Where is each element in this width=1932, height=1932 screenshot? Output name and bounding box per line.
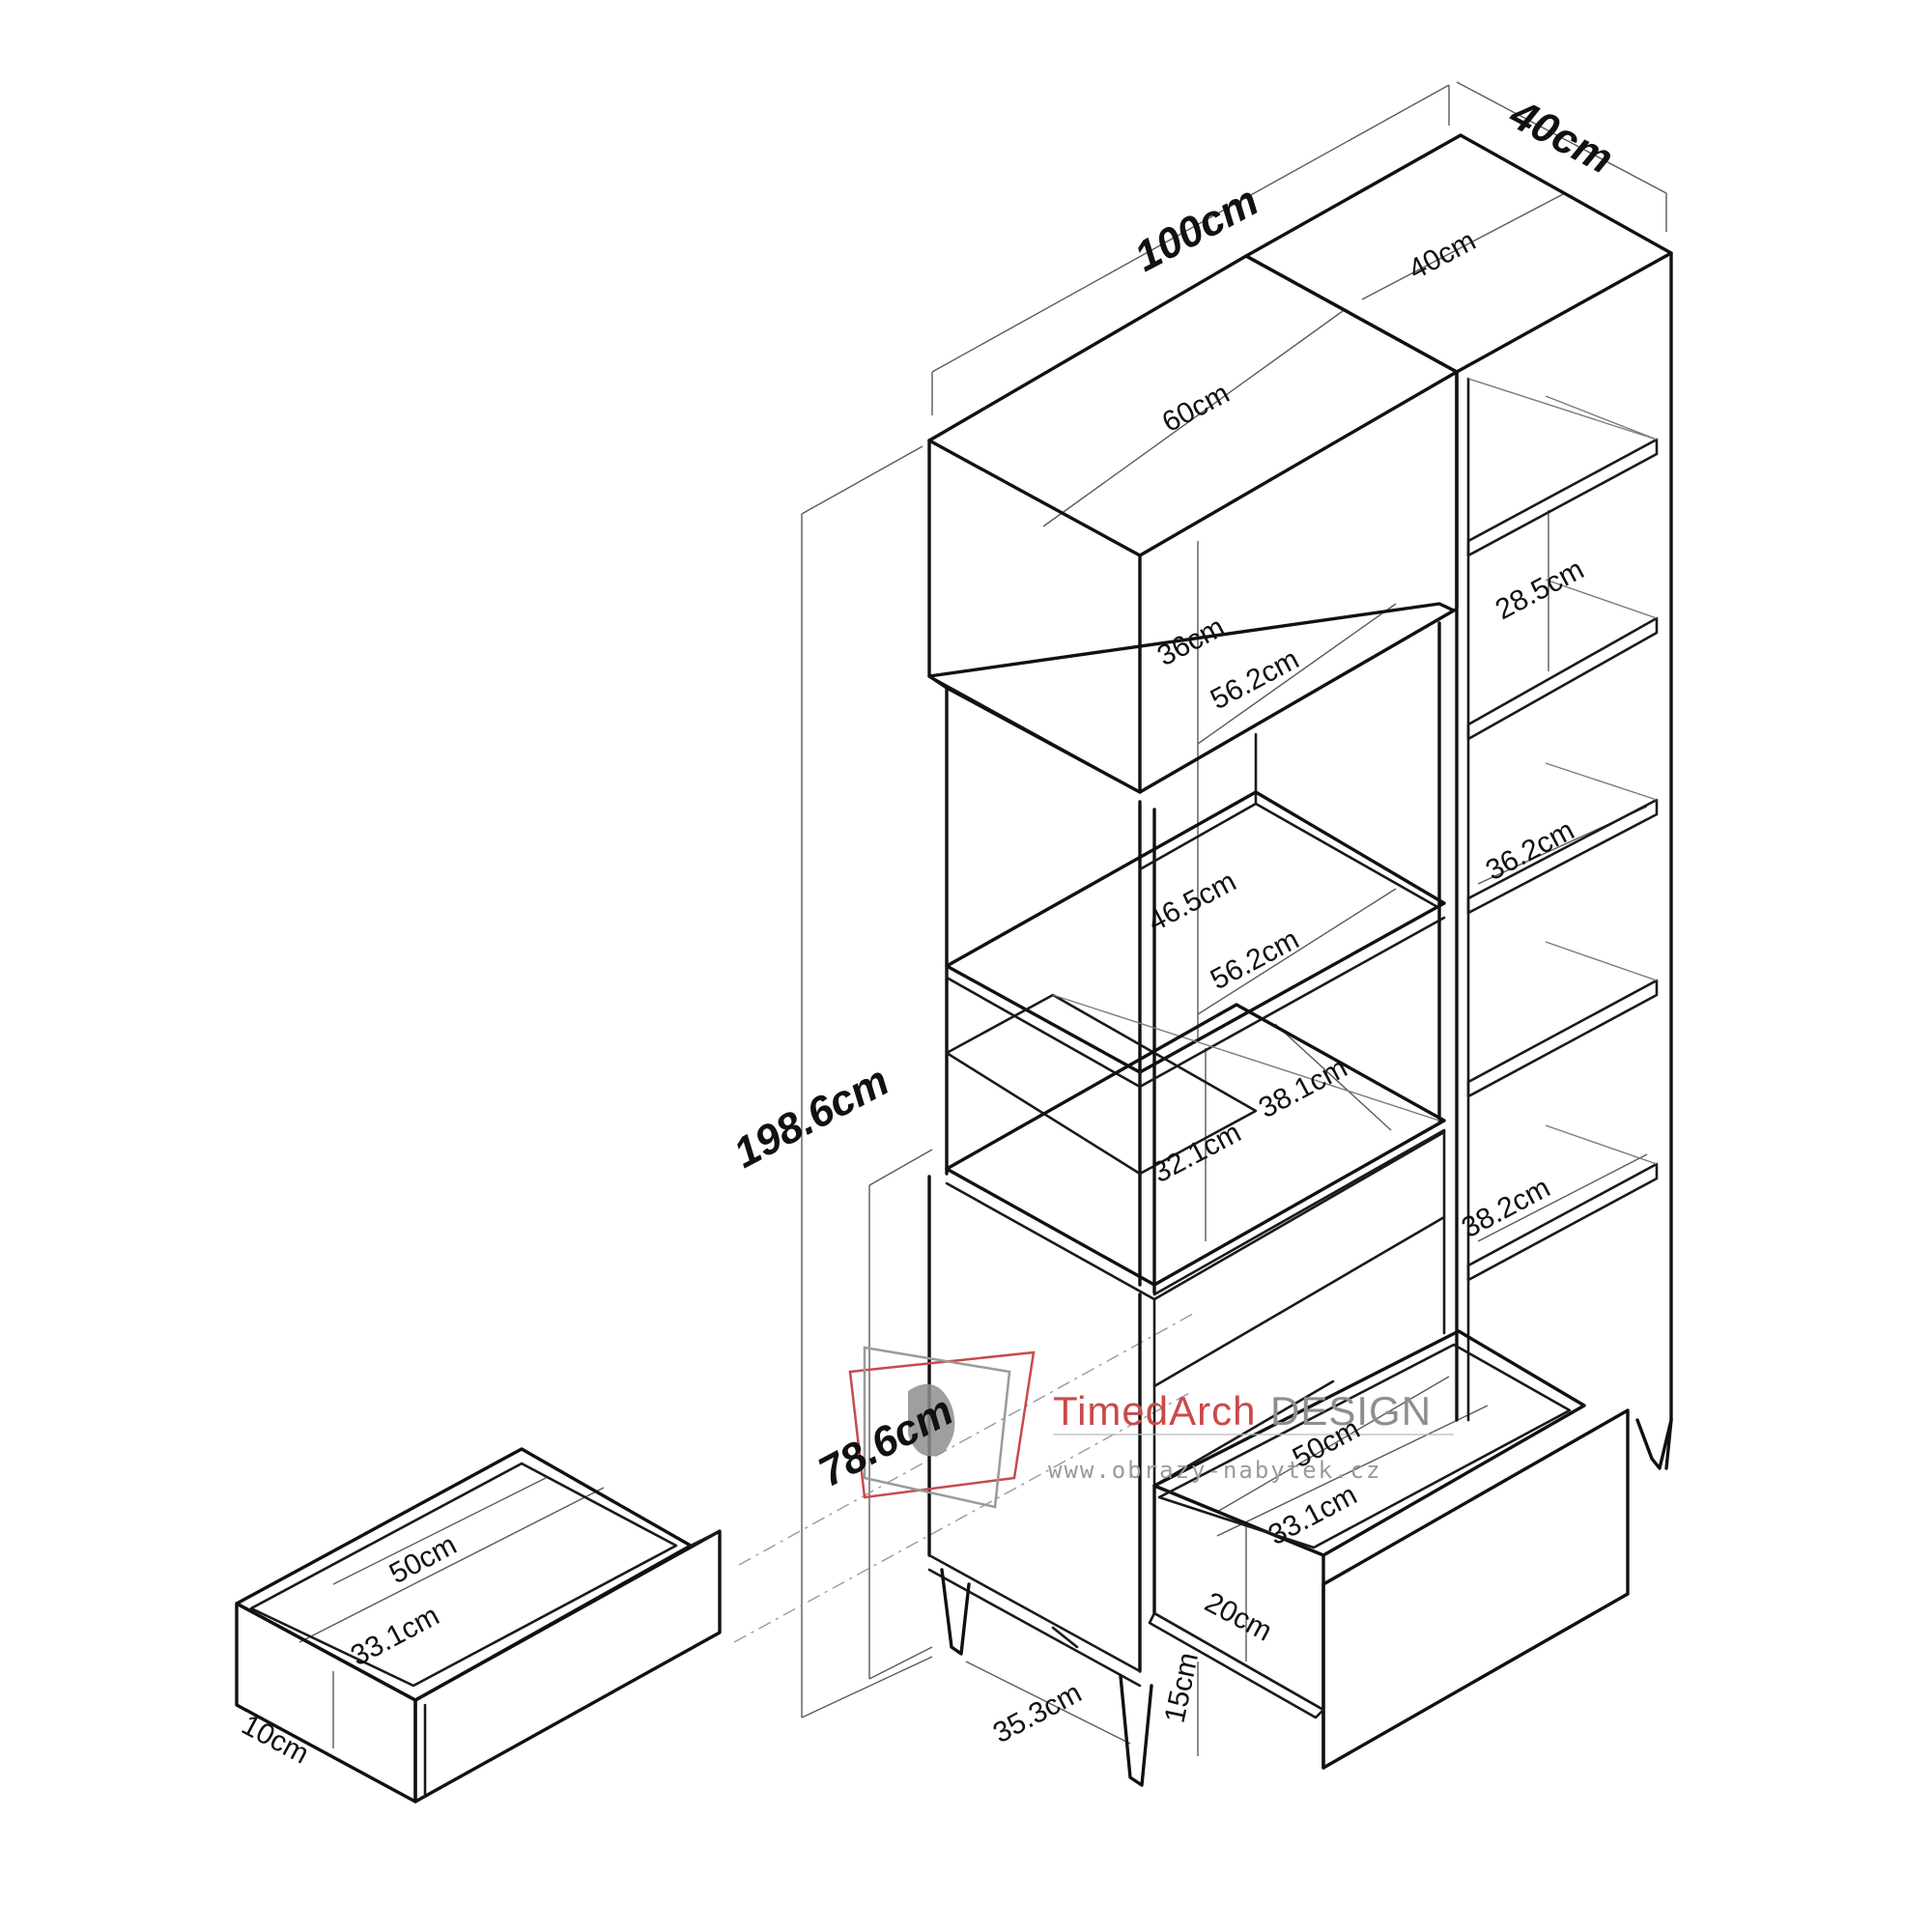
dimension-lines: [298, 81, 1667, 1756]
open-drawer-top: [1152, 1329, 1586, 1557]
label-left-mid-gap: 46.5cm: [1143, 866, 1241, 938]
projection-lines: [733, 1313, 1194, 1643]
label-drawer-front-height: 20cm: [1200, 1586, 1277, 1648]
cabinet: [927, 133, 1673, 1787]
label-total-width: 100cm: [1127, 177, 1266, 281]
label-left-shelf-2: 56.2cm: [1206, 923, 1304, 996]
watermark-brand-a: TimedArch: [1053, 1388, 1257, 1434]
label-drawer-loose-height: 10cm: [237, 1709, 314, 1771]
watermark-brand-b: DESIGN: [1270, 1388, 1432, 1434]
watermark-url: www.obrazy-nabytek.cz: [1048, 1457, 1381, 1484]
label-left-top-width: 60cm: [1157, 378, 1235, 440]
label-leg-span: 35.3cm: [988, 1677, 1087, 1749]
label-total-height: 198.6cm: [726, 1057, 896, 1178]
label-right-shelf-2: 38.2cm: [1457, 1172, 1555, 1244]
label-left-low-gap: 32.1cm: [1148, 1117, 1246, 1189]
watermark-frame-grey: [863, 1346, 1011, 1509]
label-drawer-loose-width: 50cm: [384, 1529, 462, 1591]
watermark: TimedArch DESIGN www.obrazy-nabytek.cz: [848, 1346, 1454, 1509]
loose-drawer: [235, 1447, 722, 1804]
chair-logo-icon: [908, 1383, 955, 1457]
watermark-frame-red: [848, 1350, 1036, 1499]
open-drawer-front: [1321, 1408, 1630, 1770]
label-right-shelf-1: 36.2cm: [1481, 814, 1579, 887]
label-left-top-gap: 36cm: [1152, 611, 1230, 673]
label-right-top-width: 40cm: [1404, 225, 1481, 287]
